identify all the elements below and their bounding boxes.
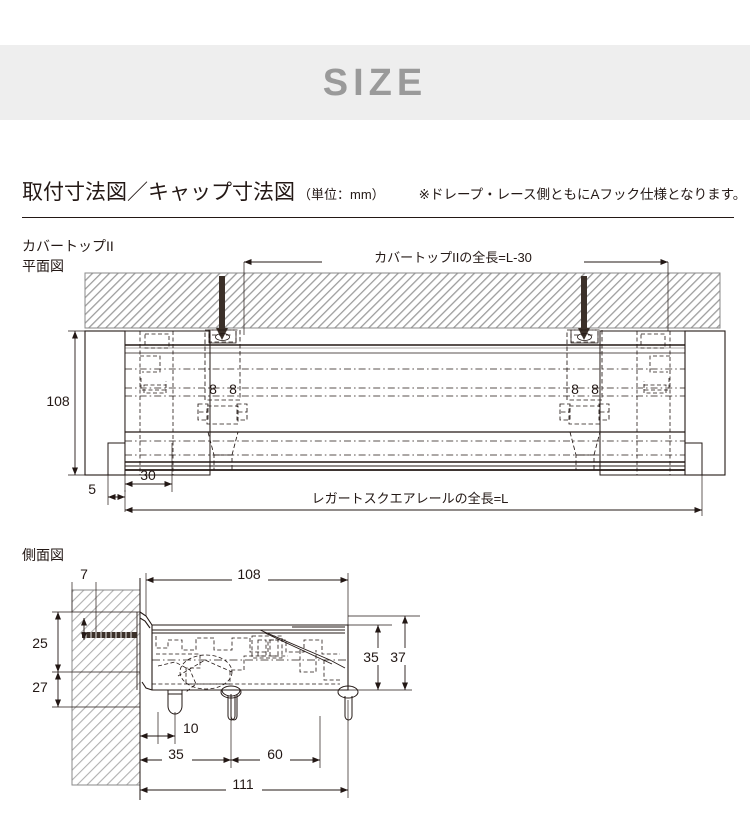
side-inner-height-dimension: 35 bbox=[348, 624, 412, 691]
side-overall-width-dimension: 111 bbox=[140, 700, 349, 798]
side-width-dimension: 108 bbox=[145, 566, 349, 625]
banner-title: SIZE bbox=[322, 61, 428, 104]
side-upper-height-dimension: 25 bbox=[26, 611, 140, 673]
side-view-drawing: 7 108 25 27 bbox=[26, 566, 420, 800]
plan-bracket-left: 8 8 bbox=[197, 276, 248, 471]
side-lower-height-label: 27 bbox=[32, 679, 48, 695]
side-first-runner-dimension: 35 bbox=[140, 716, 232, 768]
side-outer-height-dimension: 37 bbox=[348, 615, 420, 690]
plan-offset-dimension: 5 bbox=[88, 475, 126, 512]
plan-view-label: カバートップII 平面図 bbox=[22, 236, 114, 277]
side-lower-height-dimension: 27 bbox=[26, 672, 140, 708]
right-cap-detail bbox=[636, 331, 671, 475]
side-width-label: 108 bbox=[237, 566, 261, 582]
side-inner-height-label: 35 bbox=[363, 649, 379, 665]
screw-right bbox=[581, 276, 587, 328]
plan-height-dimension: 108 bbox=[43, 330, 112, 476]
plan-view-name: 平面図 bbox=[22, 258, 64, 275]
side-runner-spacing-dimension: 60 bbox=[231, 716, 321, 768]
side-hook-offset-label: 10 bbox=[183, 720, 199, 736]
plan-bracket-right: 8 8 bbox=[559, 276, 610, 471]
plan-bracket-left-tick2: 8 bbox=[229, 381, 237, 397]
plan-bottom-dimension: レガートスクエアレールの全長=L bbox=[125, 475, 703, 516]
side-view-label: 側面図 bbox=[22, 545, 64, 565]
wall-hatch bbox=[71, 589, 141, 786]
side-runner-spacing-label: 60 bbox=[267, 746, 283, 762]
cap-tabs bbox=[107, 442, 703, 476]
plan-height-label: 108 bbox=[46, 393, 70, 409]
right-cap-outer bbox=[684, 330, 726, 476]
side-first-runner-label: 35 bbox=[168, 746, 184, 762]
plan-bracket-right-tick1: 8 bbox=[571, 381, 579, 397]
side-gap-dimension: 7 bbox=[71, 566, 97, 640]
plan-offset-label: 5 bbox=[88, 481, 96, 497]
screw-left bbox=[219, 276, 225, 328]
plan-bottom-dimension-label: レガートスクエアレールの全長=L bbox=[312, 491, 509, 506]
size-banner: SIZE bbox=[0, 45, 750, 120]
side-runners bbox=[167, 685, 359, 721]
side-rail-outline bbox=[139, 611, 349, 691]
plan-top-dimension-label: カバートップIIの全長=L-30 bbox=[374, 250, 532, 265]
plan-bracket-left-tick1: 8 bbox=[209, 381, 217, 397]
side-upper-height-label: 25 bbox=[32, 635, 48, 651]
unit-note: （単位：mm） bbox=[298, 187, 385, 202]
plan-view-drawing: カバートップIIの全長=L-30 bbox=[43, 249, 726, 516]
side-hook-offset-dimension: 10 bbox=[140, 712, 199, 744]
plan-cap-width-label: 30 bbox=[140, 467, 156, 483]
ceiling-hatch bbox=[84, 272, 721, 329]
plan-view-product: カバートップII bbox=[22, 238, 114, 254]
page-title: 取付寸法図／キャップ寸法図 bbox=[22, 181, 295, 204]
left-cap-inner bbox=[124, 330, 211, 476]
left-cap-outer bbox=[84, 330, 126, 476]
side-gap-label: 7 bbox=[80, 566, 88, 582]
section-title-row: 取付寸法図／キャップ寸法図 （単位：mm） ※ドレープ・レース側ともにAフック仕… bbox=[22, 176, 746, 206]
side-rail-internal-profile bbox=[152, 635, 348, 693]
plan-top-dimension: カバートップIIの全長=L-30 bbox=[243, 249, 669, 335]
plan-bracket-right-tick2: 8 bbox=[591, 381, 599, 397]
hook-note: ※ドレープ・レース側ともにAフック仕様となります。 bbox=[418, 187, 747, 202]
side-outer-height-label: 37 bbox=[390, 649, 406, 665]
title-divider bbox=[22, 217, 734, 218]
side-overall-width-label: 111 bbox=[232, 776, 253, 792]
plan-cap-width-dimension: 30 bbox=[124, 443, 173, 492]
wall-screw bbox=[82, 632, 137, 638]
side-view-name: 側面図 bbox=[22, 547, 64, 563]
left-cap-detail bbox=[139, 331, 174, 475]
